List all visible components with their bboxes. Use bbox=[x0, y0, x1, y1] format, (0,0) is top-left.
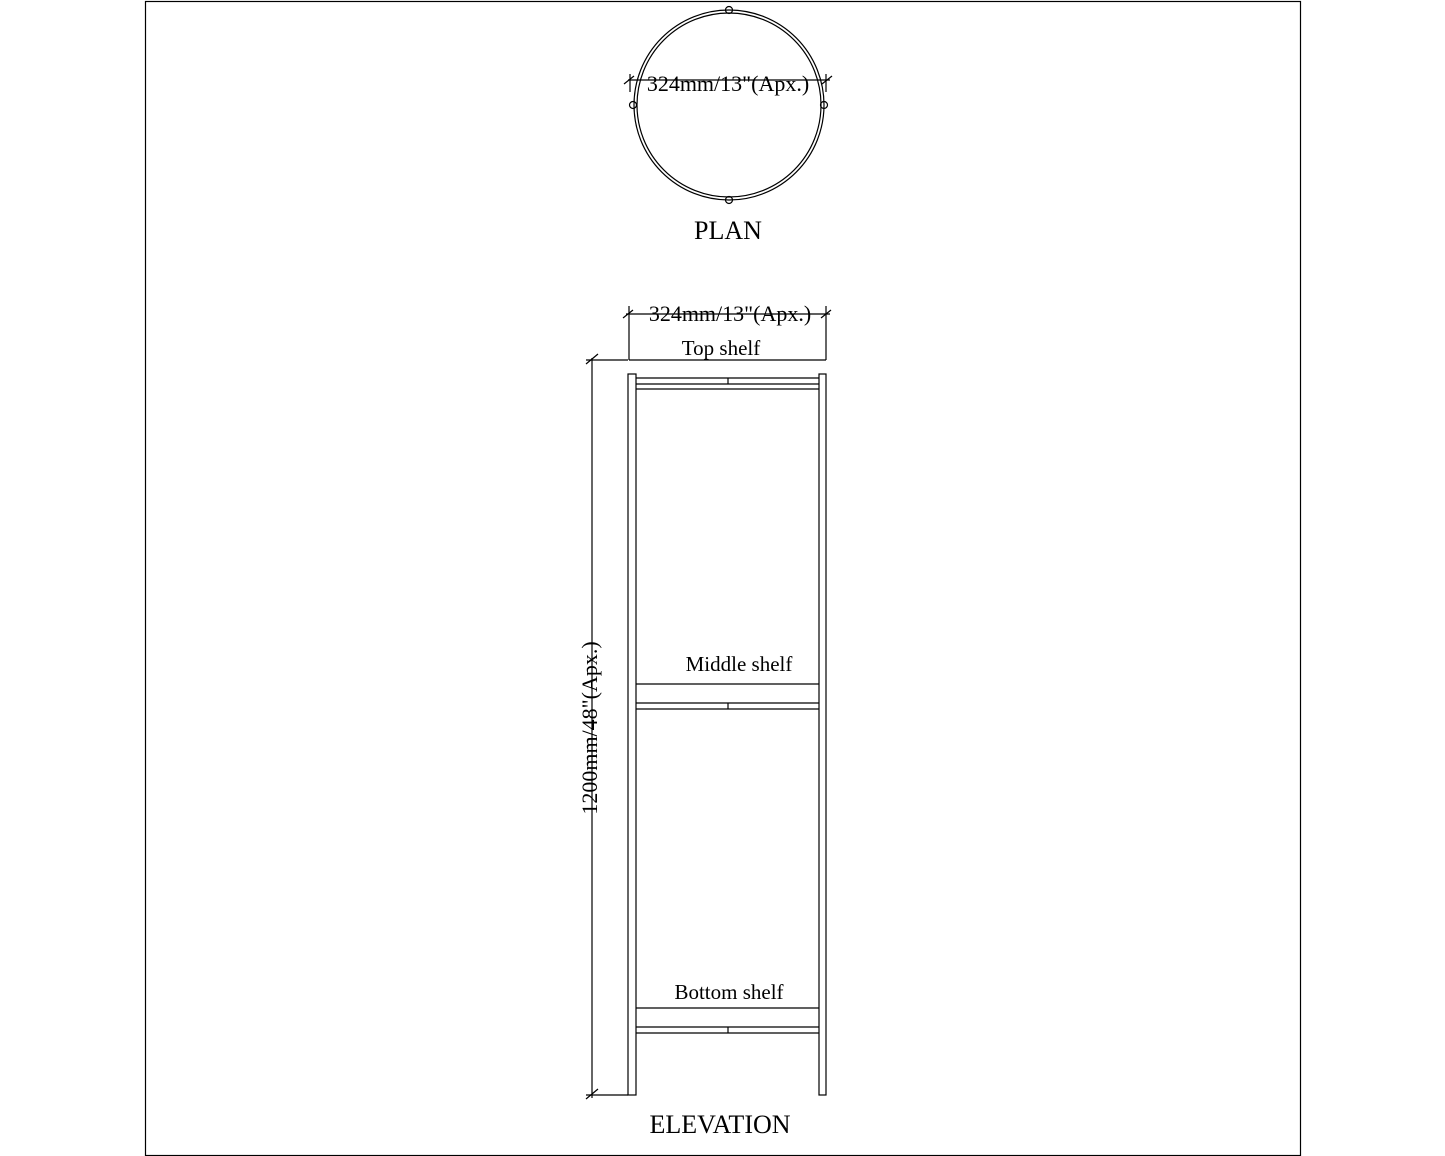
middle-shelf bbox=[636, 683, 819, 710]
plan-outer-ring bbox=[633, 9, 825, 201]
bottom-shelf-label: Bottom shelf bbox=[674, 980, 783, 1004]
top-shelf-label: Top shelf bbox=[682, 336, 760, 360]
plan-title: PLAN bbox=[694, 216, 762, 245]
elevation-title: ELEVATION bbox=[649, 1110, 790, 1139]
bottom-shelf bbox=[636, 1007, 819, 1034]
plan-leg-top bbox=[724, 5, 734, 15]
elevation-width-dimension: 324mm/13"(Apx.) bbox=[649, 301, 811, 326]
left-leg bbox=[627, 373, 637, 1096]
top-shelf bbox=[636, 377, 819, 390]
plan-leg-left bbox=[628, 100, 638, 110]
plan-leg-bottom bbox=[724, 195, 734, 205]
right-leg bbox=[818, 373, 827, 1096]
plan-inner-ring bbox=[636, 12, 822, 198]
elevation-height-dimension: 1200mm/48"(Apx.) bbox=[577, 641, 602, 814]
plan-width-dimension: 324mm/13"(Apx.) bbox=[647, 71, 809, 96]
elevation-view bbox=[585, 306, 832, 1100]
plan-leg-right bbox=[819, 100, 829, 110]
middle-shelf-label: Middle shelf bbox=[686, 652, 793, 676]
plan-view bbox=[623, 5, 833, 205]
